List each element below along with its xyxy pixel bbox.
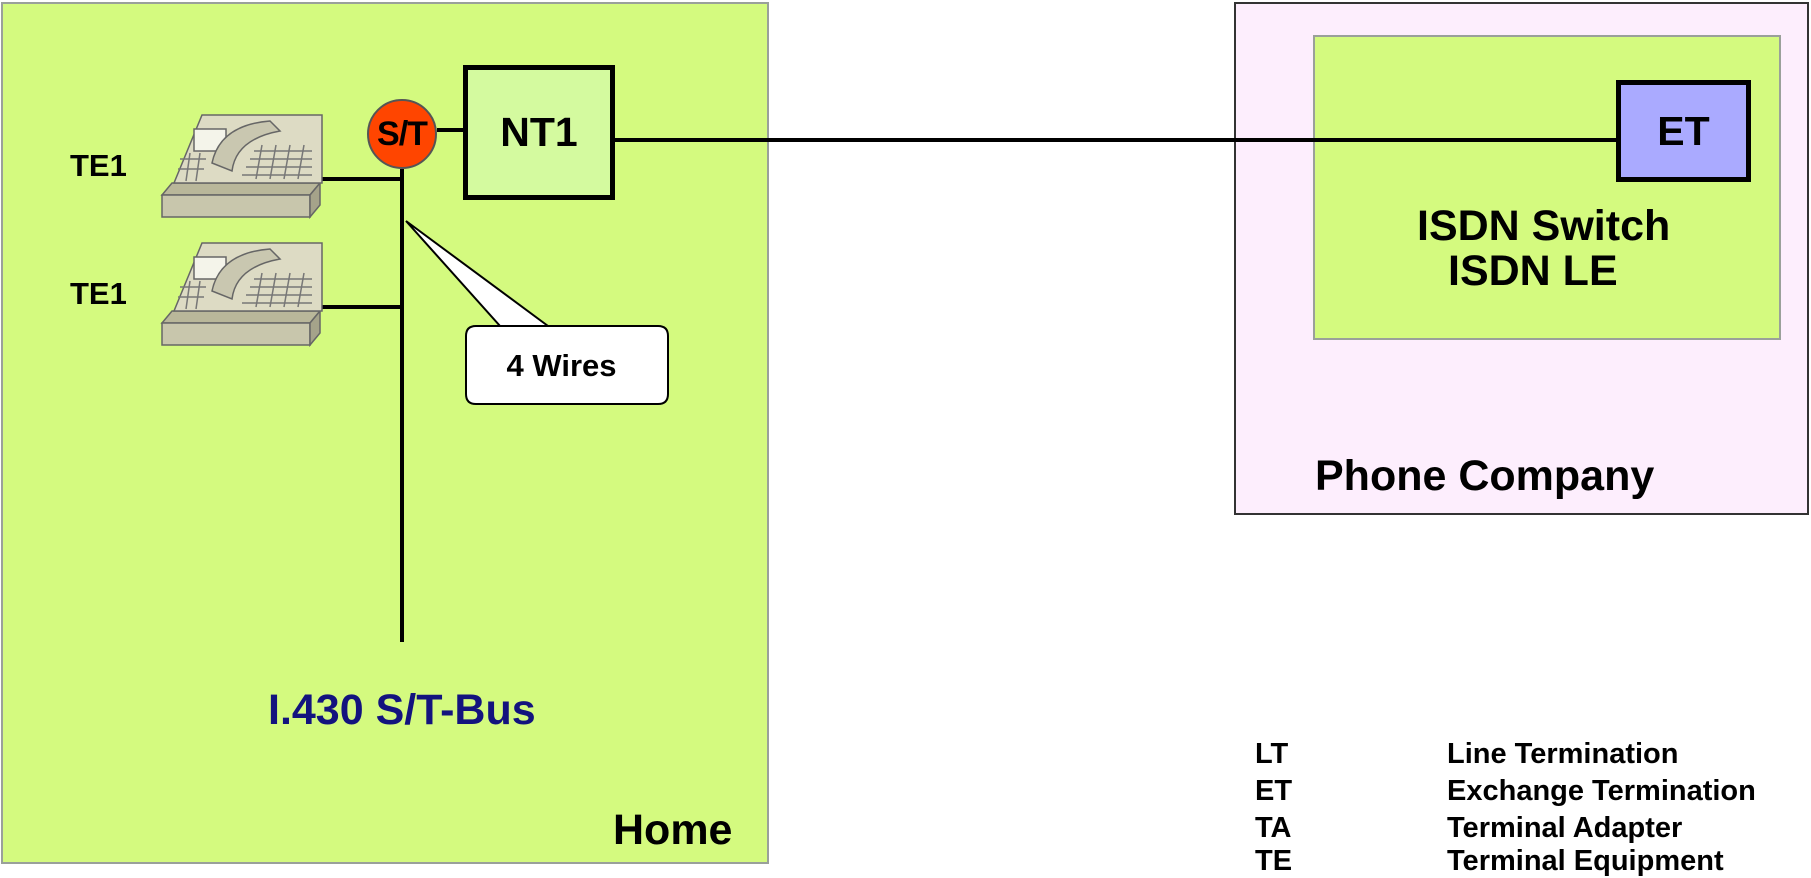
switch-line2: ISDN LE (1448, 247, 1618, 296)
legend-meaning: Terminal Equipment (1447, 845, 1724, 878)
et-box: ET (1616, 80, 1751, 182)
wires-callout-label: 4 Wires (465, 328, 658, 404)
legend-abbr: TA (1255, 812, 1292, 845)
home-label: Home (613, 806, 732, 855)
legend-meaning: Line Termination (1447, 738, 1678, 771)
et-label: ET (1657, 108, 1709, 155)
bus-title: I.430 S/T-Bus (268, 686, 536, 735)
legend-abbr: LT (1255, 738, 1288, 771)
telephone-icon (162, 243, 322, 345)
phone-label-te1-bottom: TE1 (70, 276, 127, 312)
phone-label-te1-top: TE1 (70, 148, 127, 184)
st-label: S/T (377, 115, 427, 154)
nt1-box: NT1 (463, 65, 615, 200)
st-reference-point: S/T (367, 99, 437, 169)
nt1-label: NT1 (500, 109, 577, 156)
telephone-icon (162, 115, 322, 217)
legend-meaning: Exchange Termination (1447, 775, 1756, 808)
legend-abbr: ET (1255, 775, 1292, 808)
phone-company-label: Phone Company (1315, 452, 1654, 501)
switch-line1: ISDN Switch (1417, 202, 1670, 251)
legend-meaning: Terminal Adapter (1447, 812, 1682, 845)
legend-abbr: TE (1255, 845, 1292, 878)
